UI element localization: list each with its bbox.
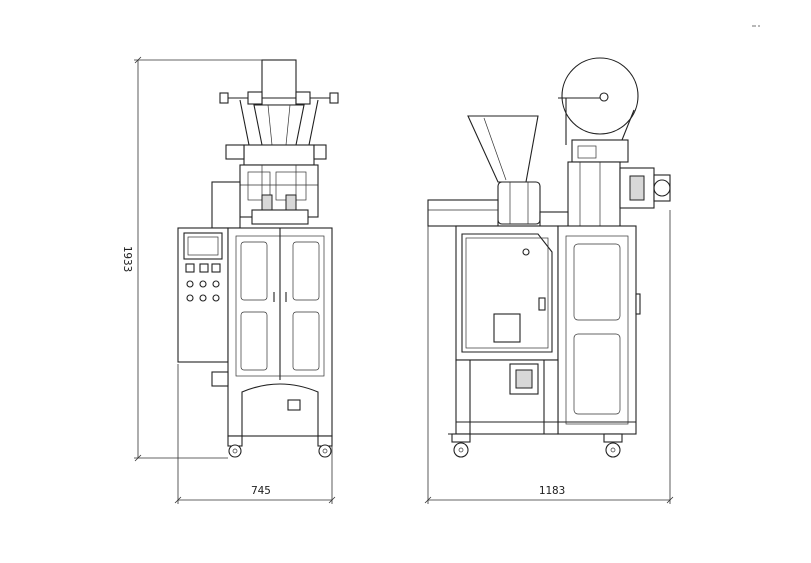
- dimension-height-label: 1933: [121, 246, 134, 273]
- dimension-side-width-label: 1183: [539, 484, 566, 497]
- side-view: [427, 57, 671, 458]
- dimension-height: [134, 56, 262, 462]
- dimension-front-width: [174, 364, 336, 504]
- dimension-front-width-label: 745: [251, 484, 271, 497]
- front-view: [177, 59, 339, 458]
- dimension-side-width: [424, 210, 674, 504]
